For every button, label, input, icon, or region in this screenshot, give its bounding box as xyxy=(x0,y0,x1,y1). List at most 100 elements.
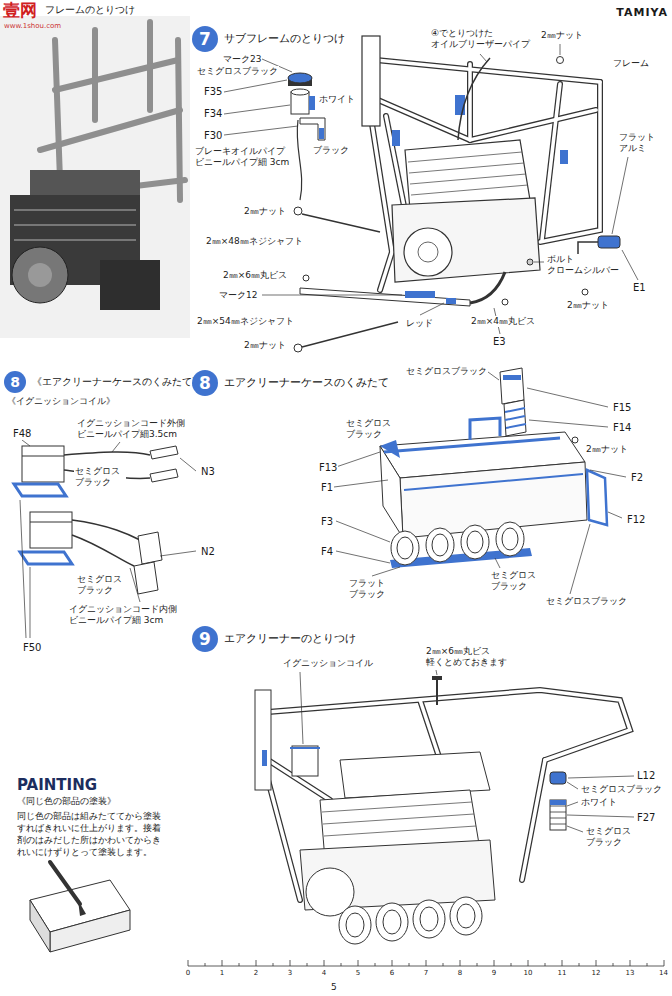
air-cleaner-case-illustration xyxy=(572,437,578,443)
leader-lines xyxy=(334,480,388,487)
callout-label: 2㎜×6㎜丸ビス xyxy=(222,270,288,281)
callout-label: ブレーキオイルパイプ ビニールパイプ細 3cm xyxy=(194,146,292,168)
ruler-number: 14 xyxy=(658,969,669,977)
callout-label: セミグロスブラック xyxy=(545,596,628,607)
part-number: F1 xyxy=(320,482,334,494)
air-cleaner-case-illustration xyxy=(432,534,448,556)
leader-lines xyxy=(570,524,590,594)
ignition-coil-illustration xyxy=(150,469,178,482)
callout-label: フラット アルミ xyxy=(618,132,660,154)
painting-illustration xyxy=(30,862,130,952)
leader-lines xyxy=(336,521,390,542)
ignition-coil-illustration xyxy=(22,446,64,482)
leader-lines xyxy=(622,250,638,280)
callout-label: 2㎜ナット xyxy=(566,300,610,311)
leader-lines xyxy=(180,458,196,471)
leader-lines xyxy=(372,567,400,576)
step-title: エアクリーナーのとりつけ xyxy=(224,632,356,645)
leader-lines xyxy=(336,452,380,467)
step-heading: 9 エアクリーナーのとりつけ xyxy=(192,626,360,652)
step-number: 7 xyxy=(192,26,218,52)
subframe-illustration xyxy=(300,118,325,140)
subframe-illustration xyxy=(582,289,588,295)
air-cleaner-mount-illustration xyxy=(550,800,566,830)
callout-label: イグニッションコード内側 ビニールパイプ細 3cm xyxy=(68,604,182,626)
air-cleaner-mount-illustration xyxy=(376,903,408,941)
leader-lines xyxy=(262,295,402,296)
leader-lines xyxy=(529,420,608,427)
callout-label: 《イグニッションコイル》 xyxy=(6,396,116,407)
callout-label: 2㎜×4㎜丸ビス xyxy=(470,316,536,327)
air-cleaner-case-illustration xyxy=(587,470,607,525)
ruler-number: 2 xyxy=(253,969,259,977)
air-cleaner-case-illustration xyxy=(470,418,500,440)
step-heading: 7サブフレームのとりつけ xyxy=(192,26,349,52)
air-cleaner-case-illustration xyxy=(380,368,607,568)
watermark: www.1shou.com xyxy=(3,22,62,30)
part-number: F30 xyxy=(203,130,223,142)
ruler-number: 12 xyxy=(591,969,602,977)
leader-lines xyxy=(224,105,290,114)
part-number: F15 xyxy=(612,402,632,414)
air-cleaner-case-illustration xyxy=(397,537,413,559)
step-heading: 8《エアクリーナーケースのくみたて》 xyxy=(4,371,206,393)
ignition-coil-illustration xyxy=(30,522,72,523)
air-cleaner-mount-illustration xyxy=(292,746,318,776)
air-cleaner-case-illustration xyxy=(400,462,587,538)
subframe-illustration xyxy=(598,236,620,248)
step-number: 9 xyxy=(192,626,218,652)
callout-label: セミグロス ブラック xyxy=(585,826,637,848)
ruler xyxy=(188,960,664,966)
frame-photo xyxy=(178,40,180,200)
air-cleaner-mount-illustration xyxy=(550,806,566,824)
callout-label: 2㎜ナット xyxy=(585,444,629,455)
ignition-coil-illustration xyxy=(22,456,64,457)
part-number: F4 xyxy=(320,546,334,558)
leader-lines xyxy=(567,826,583,832)
air-cleaner-mount-illustration xyxy=(322,802,476,836)
callout-label: 2㎜×6㎜丸ビス 軽くとめておきます xyxy=(425,646,511,668)
callout-label: セミグロスブラック xyxy=(196,66,279,77)
subframe-illustration xyxy=(309,96,315,110)
subframe-illustration xyxy=(408,152,528,195)
air-cleaner-case-illustration xyxy=(467,531,483,553)
callout-label: ホワイト xyxy=(318,94,356,105)
leader-lines xyxy=(480,54,487,62)
leader-lines xyxy=(567,815,634,817)
air-cleaner-mount-illustration xyxy=(450,897,482,935)
frame-photo xyxy=(100,260,160,310)
part-number: N3 xyxy=(200,466,216,478)
frame-photo xyxy=(12,247,68,303)
air-cleaner-mount-illustration xyxy=(339,906,371,944)
part-number: F35 xyxy=(203,86,223,98)
callout-label: イグニッションコード外側 ビニールパイプ細3.5cm xyxy=(76,418,188,440)
ruler-number: 0 xyxy=(185,969,191,977)
frame-photo xyxy=(55,60,178,90)
air-cleaner-case-illustration xyxy=(500,368,524,404)
callout-label: 《同じ色の部品の塗装》 xyxy=(16,796,117,807)
leader-lines xyxy=(130,568,140,602)
leader-lines xyxy=(527,388,608,407)
subframe-illustration xyxy=(319,128,324,139)
ignition-coil-illustration xyxy=(72,520,140,540)
air-cleaner-case-illustration xyxy=(504,400,526,436)
subframe-illustration xyxy=(527,259,533,265)
subframe-illustration xyxy=(302,214,380,232)
callout-label: イグニッションコイル xyxy=(282,658,374,669)
subframe-illustration xyxy=(297,120,302,200)
ignition-coil-illustration xyxy=(150,446,178,459)
air-cleaner-mount-illustration xyxy=(550,772,566,784)
leader-lines xyxy=(336,551,390,563)
subframe-illustration xyxy=(392,130,400,146)
subframe-illustration xyxy=(404,228,452,276)
subframe-illustration xyxy=(392,198,540,282)
part-number: N2 xyxy=(200,546,216,558)
leader-lines xyxy=(160,551,196,556)
subframe-illustration xyxy=(458,58,490,140)
air-cleaner-mount-illustration xyxy=(262,750,267,766)
callout-label: セミグロス ブラック xyxy=(74,466,126,488)
callout-label: ④でとりつけた オイルブリーザーパイプ xyxy=(430,28,536,50)
painting-illustration xyxy=(78,900,86,916)
leader-lines xyxy=(20,500,26,638)
callout-label: ボルト クロームシルバー xyxy=(546,254,624,276)
